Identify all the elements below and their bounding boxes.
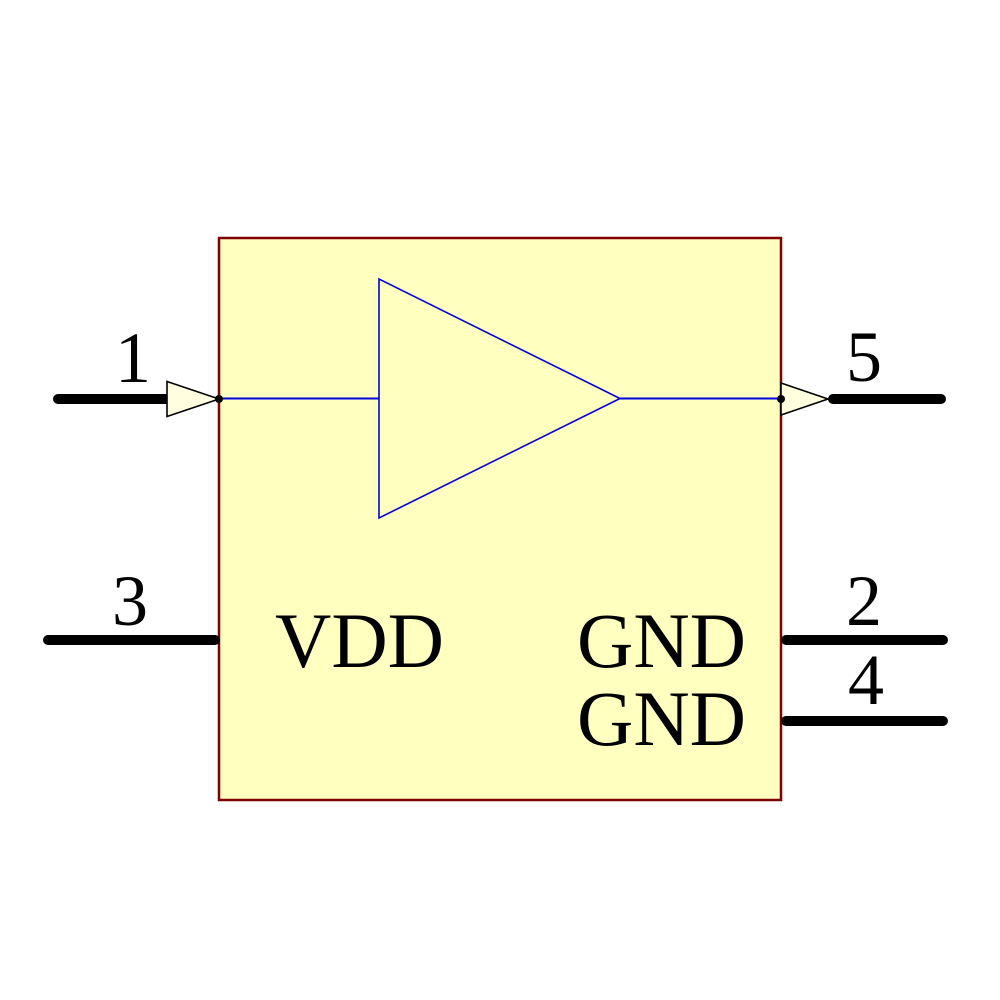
pin-3[interactable]: 3 (43, 561, 220, 645)
buffer-triangle-icon[interactable] (378, 277, 622, 520)
pin-2-label: 2 (846, 561, 882, 641)
gnd-label-bottom: GND (577, 675, 746, 762)
pin-1[interactable]: 1 (53, 318, 223, 418)
pin-3-label: 3 (112, 561, 148, 641)
output-arrow-icon (780, 381, 831, 417)
symbol-body[interactable] (217, 236, 783, 802)
input-arrow-icon (166, 380, 222, 418)
pin-1-junction-dot (215, 395, 223, 403)
vdd-label: VDD (275, 597, 444, 684)
pin-4[interactable]: 4 (781, 640, 948, 726)
pin-5-junction-dot (777, 395, 785, 403)
pin-5-label: 5 (846, 317, 882, 397)
pin-4-label: 4 (848, 640, 884, 720)
pin-5[interactable]: 5 (777, 317, 946, 417)
gnd-label-top: GND (577, 597, 746, 684)
pin-2[interactable]: 2 (781, 561, 948, 645)
pin-1-label: 1 (115, 318, 151, 398)
